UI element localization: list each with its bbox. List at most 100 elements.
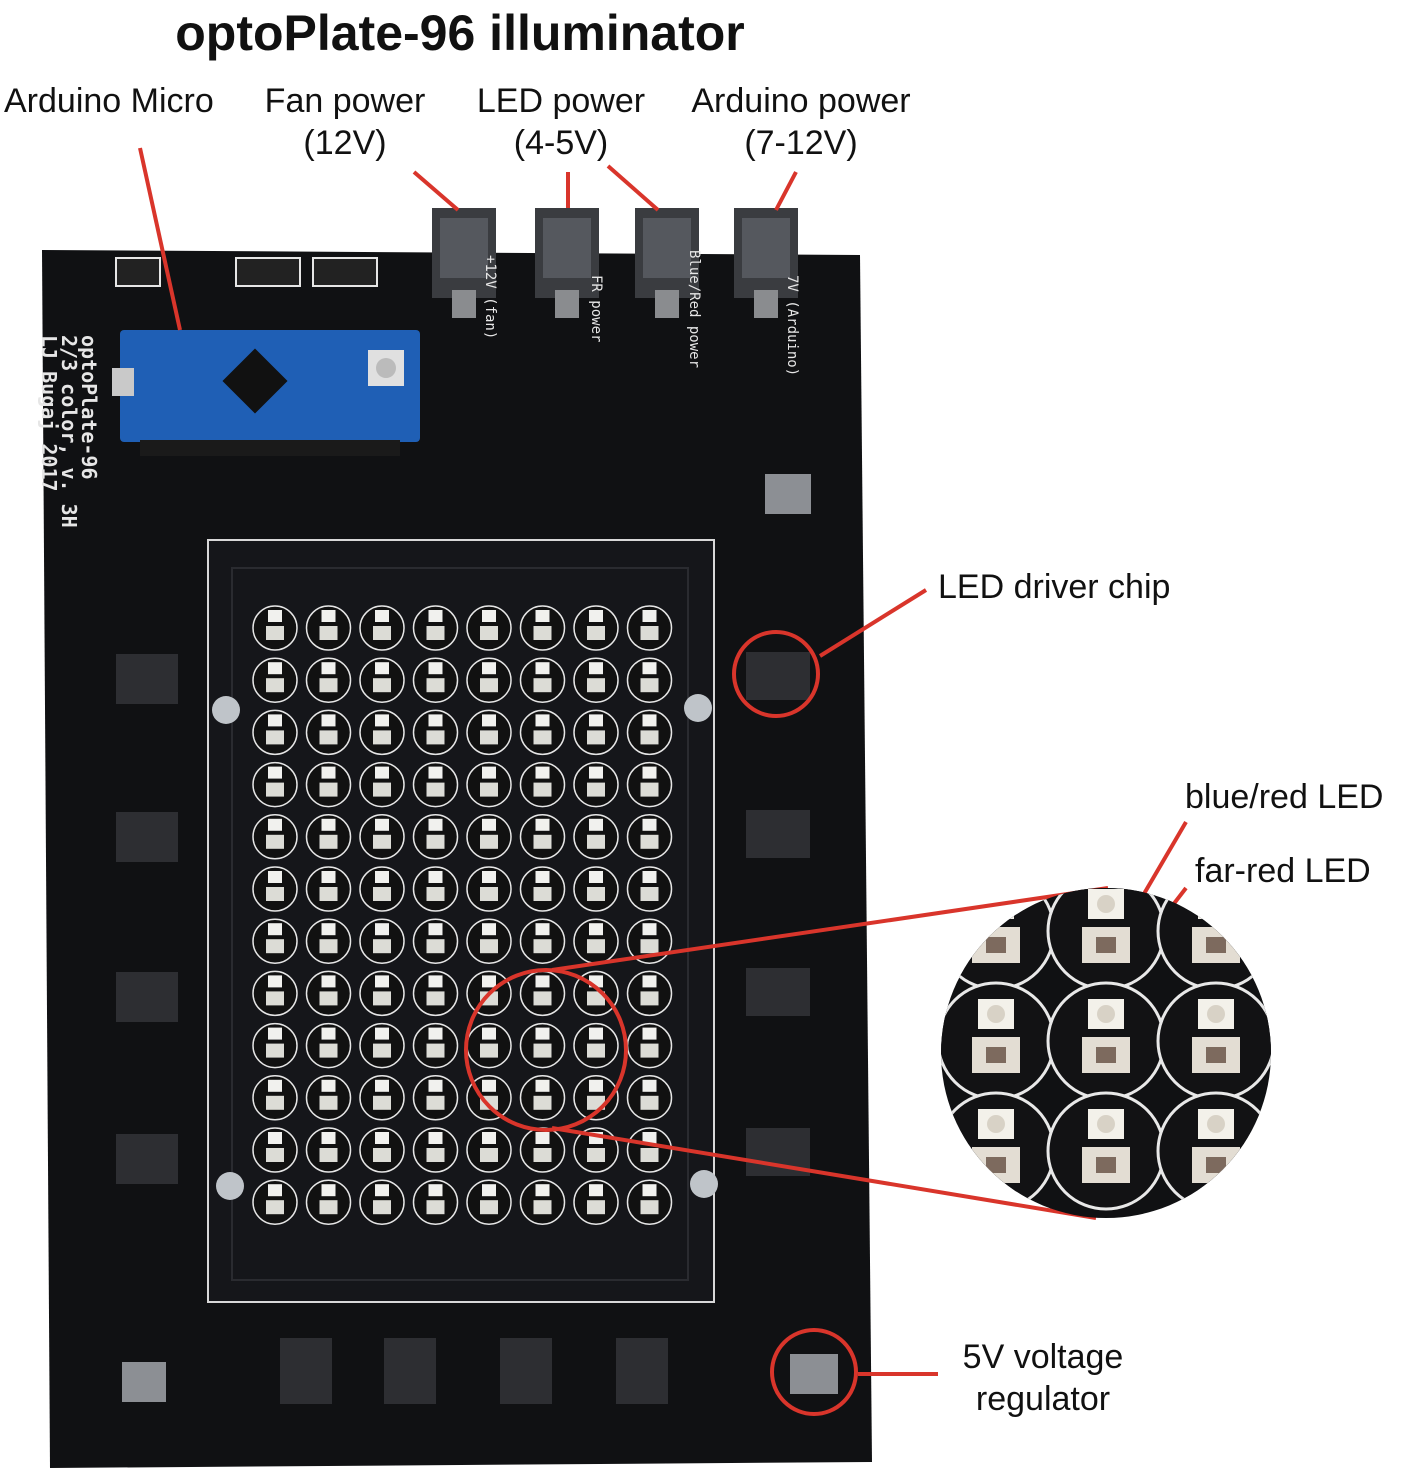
led-well <box>466 866 512 912</box>
led-well <box>519 918 566 964</box>
driver-chips-bottom <box>280 1338 668 1404</box>
pointer-led-driver-chip <box>818 588 928 658</box>
led-well <box>252 605 298 651</box>
led-well <box>573 657 619 703</box>
led-well <box>573 1179 619 1225</box>
label-led-power: LED power (4-5V) <box>466 80 656 164</box>
led-well <box>305 1075 352 1121</box>
led-well <box>626 1179 673 1225</box>
led-well <box>305 1179 352 1225</box>
label-arduino-power-line1: Arduino power <box>691 82 911 120</box>
zoom-led-well <box>1156 888 1271 991</box>
label-arduino-power: Arduino power (7-12V) <box>680 80 922 164</box>
silk-jack-arduino: 7V (Arduino) <box>784 275 800 376</box>
led-well <box>359 1179 405 1225</box>
zoom-connector-bottom <box>551 1126 1097 1220</box>
led-well <box>305 709 352 756</box>
led-well <box>359 1022 405 1069</box>
led-well <box>412 605 459 651</box>
led-well <box>466 1022 512 1069</box>
led-well <box>573 866 619 912</box>
silk-version: 2/3 color, v. 3H <box>57 335 81 528</box>
led-well <box>626 657 673 703</box>
led-well <box>519 866 566 912</box>
led-well <box>359 761 405 808</box>
highlight-led-driver-chip <box>732 630 820 718</box>
led-well <box>519 657 566 703</box>
led-well <box>252 866 298 912</box>
led-well <box>305 918 352 964</box>
label-far-red-led: far-red LED <box>1195 852 1371 890</box>
led-well <box>573 918 619 964</box>
pointer-arduino-power <box>774 171 798 211</box>
led-well <box>412 814 459 860</box>
mounting-screws <box>212 694 718 1200</box>
label-led-driver-chip: LED driver chip <box>938 568 1171 606</box>
power-jack-arduino <box>734 208 798 318</box>
led-well <box>359 918 405 964</box>
zoom-led-well <box>1046 981 1166 1101</box>
led-well <box>519 970 566 1017</box>
pointer-fan-power <box>412 170 460 212</box>
label-fan-power-line2: (12V) <box>303 124 387 162</box>
led-well <box>252 918 298 964</box>
led-well <box>519 605 566 651</box>
label-arduino-power-line2: (7-12V) <box>744 124 858 162</box>
zoom-led-cluster <box>941 888 1271 1211</box>
led-well <box>252 657 298 703</box>
silk-jack-fr: FR power <box>588 275 604 342</box>
led-well <box>252 761 298 808</box>
driver-chips-left <box>116 654 178 1184</box>
led-well <box>519 709 566 756</box>
highlight-voltage-regulator <box>770 1328 858 1416</box>
zoom-inset <box>941 888 1271 1218</box>
led-well <box>359 1127 405 1173</box>
label-fan-power-line1: Fan power <box>264 82 426 120</box>
led-well <box>412 1127 459 1173</box>
led-well <box>626 761 673 808</box>
led-well <box>519 1127 566 1173</box>
label-fan-power: Fan power (12V) <box>255 80 435 164</box>
pointer-arduino-micro <box>138 147 182 331</box>
led-well <box>305 1127 352 1173</box>
page-title: optoPlate-96 illuminator <box>175 5 745 61</box>
pin-header-top <box>115 257 378 287</box>
led-well <box>305 814 352 860</box>
led-well <box>412 1075 459 1121</box>
led-well <box>626 970 673 1017</box>
led-well <box>573 814 619 860</box>
led-well <box>359 657 405 703</box>
led-well <box>466 709 512 756</box>
led-well <box>412 709 459 756</box>
led-well <box>573 709 619 756</box>
led-well <box>305 657 352 703</box>
led-well <box>626 1075 673 1121</box>
led-well <box>626 709 673 756</box>
led-well <box>466 657 512 703</box>
power-jack-fr <box>535 208 599 318</box>
led-well <box>519 1022 566 1069</box>
zoom-led-well <box>941 981 1056 1101</box>
led-well <box>519 1179 566 1225</box>
led-well <box>252 1075 298 1121</box>
label-led-power-line2: (4-5V) <box>513 124 609 162</box>
led-well <box>519 761 566 808</box>
led-well <box>466 918 512 964</box>
led-well <box>519 1075 566 1121</box>
pointer-led-power-blue-red <box>606 164 660 212</box>
zoom-led-well <box>1046 1091 1166 1211</box>
driver-chips-right <box>746 652 810 1176</box>
led-well <box>359 709 405 756</box>
led-panel-inner <box>231 567 689 1281</box>
led-well <box>359 970 405 1017</box>
zoom-led-well <box>941 888 1056 991</box>
power-jack-blue-red <box>635 208 699 318</box>
silk-jack-fan: +12V (fan) <box>482 255 498 339</box>
led-well <box>412 657 459 703</box>
led-well <box>466 761 512 808</box>
led-well <box>466 1179 512 1225</box>
zoom-led-well <box>941 1091 1056 1211</box>
led-well <box>466 1127 512 1173</box>
voltage-regulators <box>122 474 838 1402</box>
